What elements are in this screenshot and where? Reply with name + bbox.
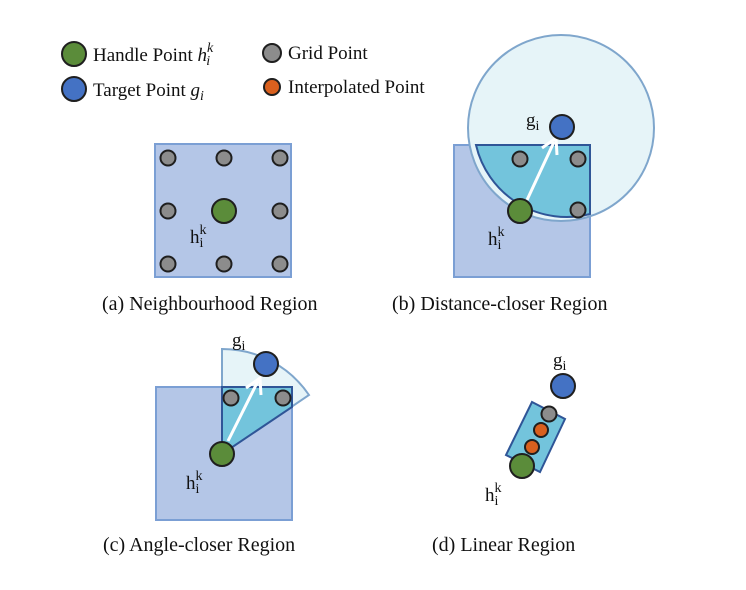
grid-point [540, 405, 558, 423]
target-point [253, 351, 279, 377]
caption-b: (b) Distance-closer Region [392, 293, 607, 315]
grid-point [159, 255, 177, 273]
grid-point [569, 150, 587, 168]
legend-target-label: Target Point gi [93, 80, 204, 104]
caption-d: (d) Linear Region [432, 534, 575, 556]
legend-grid-marker [262, 43, 282, 63]
legend-interpolated-marker [263, 78, 281, 96]
grid-point [569, 201, 587, 219]
legend-target-marker [61, 76, 87, 102]
drag-arrow [226, 375, 263, 442]
caption-c: (c) Angle-closer Region [103, 534, 295, 556]
handle-point [509, 453, 535, 479]
handle-point [211, 198, 237, 224]
angle-closer-overlap [221, 386, 293, 456]
grid-point [271, 255, 289, 273]
target-point [550, 373, 576, 399]
legend-handle-marker [61, 41, 87, 67]
legend-grid-label: Grid Point [288, 43, 368, 64]
grid-point [511, 150, 529, 168]
handle-point [209, 441, 235, 467]
interpolated-point [533, 422, 549, 438]
handle-point [507, 198, 533, 224]
grid-point [274, 389, 292, 407]
target-point-label: gi [232, 330, 246, 354]
grid-point [159, 149, 177, 167]
grid-point [271, 149, 289, 167]
caption-a: (a) Neighbourhood Region [102, 293, 318, 315]
grid-point [271, 202, 289, 220]
grid-point [215, 149, 233, 167]
target-point-label: gi [526, 110, 540, 134]
grid-point [159, 202, 177, 220]
target-point-label: gi [553, 350, 567, 374]
legend-interpolated-label: Interpolated Point [288, 77, 425, 98]
interpolated-point [524, 439, 540, 455]
grid-point [215, 255, 233, 273]
grid-point [222, 389, 240, 407]
target-point [549, 114, 575, 140]
